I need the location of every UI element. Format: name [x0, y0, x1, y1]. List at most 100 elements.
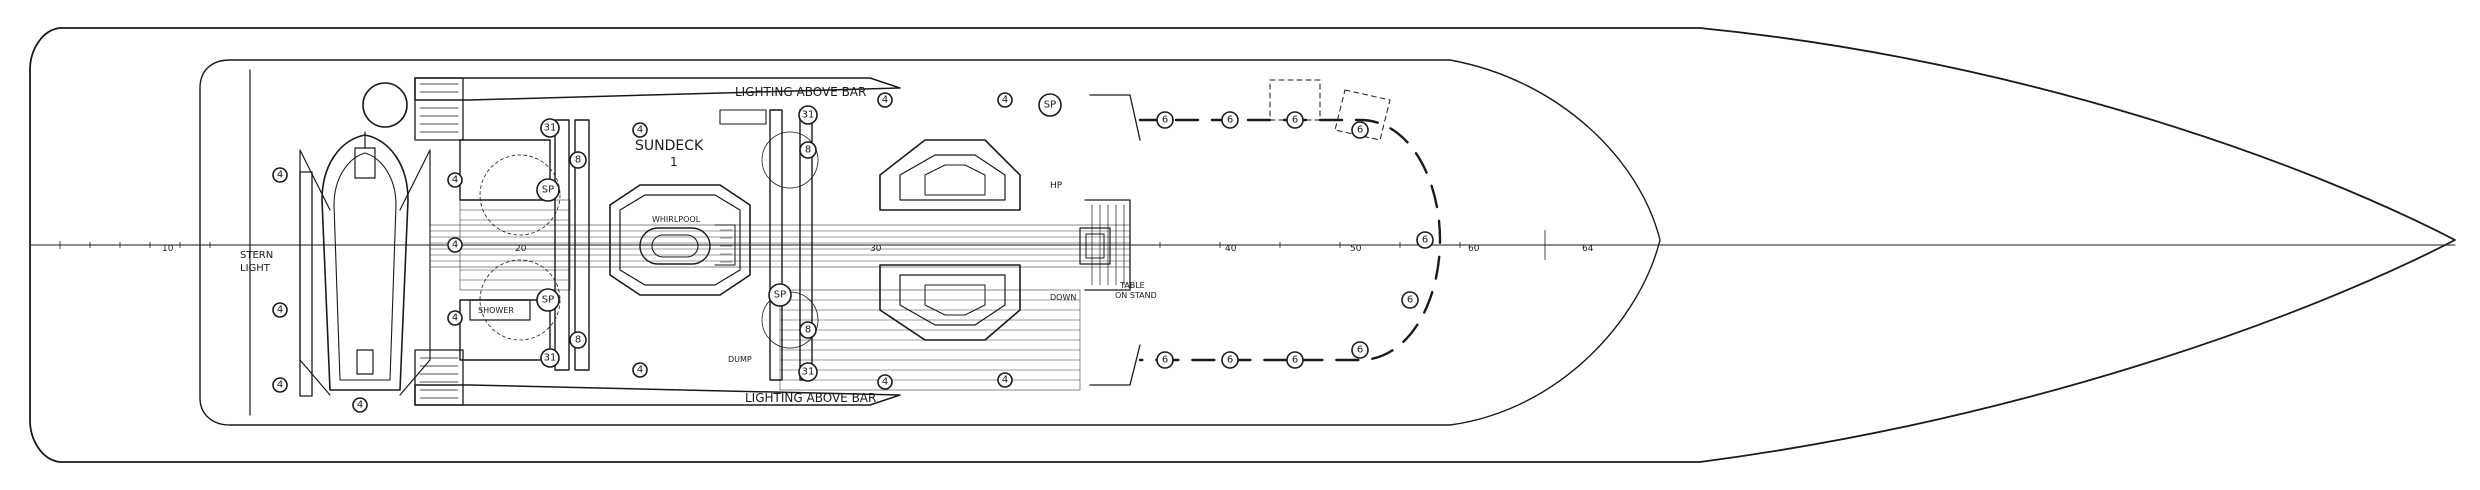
- dump-area: DUMP: [719, 109, 767, 364]
- svg-text:8: 8: [575, 155, 581, 166]
- tick-50: 50: [1350, 244, 1362, 254]
- rail-light-marker: 6: [1221, 351, 1239, 369]
- svg-text:6: 6: [1227, 355, 1233, 366]
- rail-light-marker: 6: [1401, 291, 1419, 309]
- tick-40: 40: [1225, 244, 1237, 254]
- hp-label: HP: [1050, 181, 1063, 191]
- rope-light-marker: 8: [569, 331, 587, 349]
- downlight-marker: 4: [877, 92, 893, 108]
- svg-text:4: 4: [452, 175, 458, 186]
- bar-bottom: LIGHTING ABOVE BAR: [414, 349, 901, 406]
- downlight-marker: 4: [272, 167, 288, 183]
- svg-text:6: 6: [1407, 295, 1413, 306]
- svg-text:4: 4: [452, 313, 458, 324]
- tick-64: 64: [1582, 244, 1594, 254]
- svg-text:6: 6: [1227, 115, 1233, 126]
- rope-light-marker: 8: [799, 321, 817, 339]
- svg-text:31: 31: [544, 353, 557, 364]
- sundeck-area: SUNDECK 1 SHOWER: [459, 109, 819, 381]
- speaker-marker: SP: [768, 283, 792, 307]
- tick-60: 60: [1468, 244, 1480, 254]
- svg-text:4: 4: [1002, 95, 1008, 106]
- down-label: DOWN: [1050, 293, 1076, 302]
- speaker-marker: SP: [536, 178, 560, 202]
- rail-light-marker: 6: [1416, 231, 1434, 249]
- spa-pool: WHIRLPOOL: [609, 184, 751, 296]
- downlight-marker: 4: [272, 302, 288, 318]
- downlight-marker: 4: [997, 372, 1013, 388]
- rail-light-marker: 6: [1286, 111, 1304, 129]
- table-label-1: TABLE: [1119, 281, 1145, 290]
- rail-light-marker: 6: [1286, 351, 1304, 369]
- fore-rail-dashed: [1138, 79, 1442, 362]
- bar-top: LIGHTING ABOVE BAR: [362, 77, 901, 141]
- deck-planking: [429, 199, 1131, 391]
- forward-lounge: HP DOWN TABLE ON STAND: [879, 94, 1157, 386]
- svg-text:6: 6: [1162, 115, 1168, 126]
- svg-text:31: 31: [802, 367, 815, 378]
- svg-text:SP: SP: [542, 185, 554, 196]
- svg-text:LIGHT: LIGHT: [240, 263, 271, 274]
- svg-text:4: 4: [1002, 375, 1008, 386]
- svg-text:6: 6: [1357, 345, 1363, 356]
- hull-outline: [29, 27, 2456, 463]
- svg-text:31: 31: [802, 110, 815, 121]
- lighting-label-top: LIGHTING ABOVE BAR: [735, 85, 866, 99]
- rope-light-marker: 8: [569, 151, 587, 169]
- svg-text:6: 6: [1162, 355, 1168, 366]
- svg-text:8: 8: [805, 325, 811, 336]
- strip-light-marker: 31: [540, 348, 560, 368]
- downlight-marker: 4: [352, 397, 368, 413]
- svg-text:STERN: STERN: [240, 250, 273, 261]
- svg-text:6: 6: [1422, 235, 1428, 246]
- strip-light-marker: 31: [540, 118, 560, 138]
- svg-text:4: 4: [882, 95, 888, 106]
- speaker-marker: SP: [536, 288, 560, 312]
- svg-text:SP: SP: [1044, 100, 1056, 111]
- svg-text:4: 4: [637, 125, 643, 136]
- rail-light-marker: 6: [1351, 341, 1369, 359]
- downlight-marker: 4: [447, 310, 463, 326]
- svg-text:4: 4: [357, 400, 363, 411]
- downlight-marker: 4: [447, 172, 463, 188]
- strip-light-marker: 31: [798, 362, 818, 382]
- sundeck-number: 1: [670, 155, 678, 169]
- svg-text:DUMP: DUMP: [728, 355, 752, 364]
- svg-text:4: 4: [637, 365, 643, 376]
- stern-light-label: STERN LIGHT: [240, 250, 273, 274]
- tick-10: 10: [162, 244, 174, 254]
- svg-text:8: 8: [575, 335, 581, 346]
- svg-text:6: 6: [1357, 125, 1363, 136]
- downlight-marker: 4: [877, 374, 893, 390]
- svg-text:4: 4: [277, 170, 283, 181]
- fixtures: 4 4 4 4 4 4 4 4 4 4 4 4: [272, 92, 1434, 413]
- svg-text:SP: SP: [774, 290, 786, 301]
- rail-light-marker: 6: [1156, 351, 1174, 369]
- downlight-marker: 4: [632, 122, 648, 138]
- svg-text:6: 6: [1292, 355, 1298, 366]
- tender-boat: [299, 131, 431, 397]
- strip-light-marker: 31: [798, 105, 818, 125]
- shower-label: SHOWER: [478, 306, 514, 315]
- svg-text:31: 31: [544, 123, 557, 134]
- svg-text:6: 6: [1292, 115, 1298, 126]
- downlight-marker: 4: [632, 362, 648, 378]
- downlight-marker: 4: [997, 92, 1013, 108]
- svg-text:4: 4: [277, 305, 283, 316]
- rope-light-marker: 8: [799, 141, 817, 159]
- svg-text:8: 8: [805, 145, 811, 156]
- table-label-2: ON STAND: [1115, 291, 1157, 300]
- whirlpool-label: WHIRLPOOL: [652, 215, 701, 224]
- downlight-marker: 4: [447, 237, 463, 253]
- lighting-label-bottom: LIGHTING ABOVE BAR: [745, 391, 876, 405]
- svg-text:4: 4: [452, 240, 458, 251]
- sundeck-label: SUNDECK: [635, 138, 704, 154]
- svg-text:SP: SP: [542, 295, 554, 306]
- svg-text:4: 4: [882, 377, 888, 388]
- rail-light-marker: 6: [1351, 121, 1369, 139]
- rail-light-marker: 6: [1156, 111, 1174, 129]
- downlight-marker: 4: [272, 377, 288, 393]
- svg-text:4: 4: [277, 380, 283, 391]
- speaker-marker: SP: [1038, 93, 1062, 117]
